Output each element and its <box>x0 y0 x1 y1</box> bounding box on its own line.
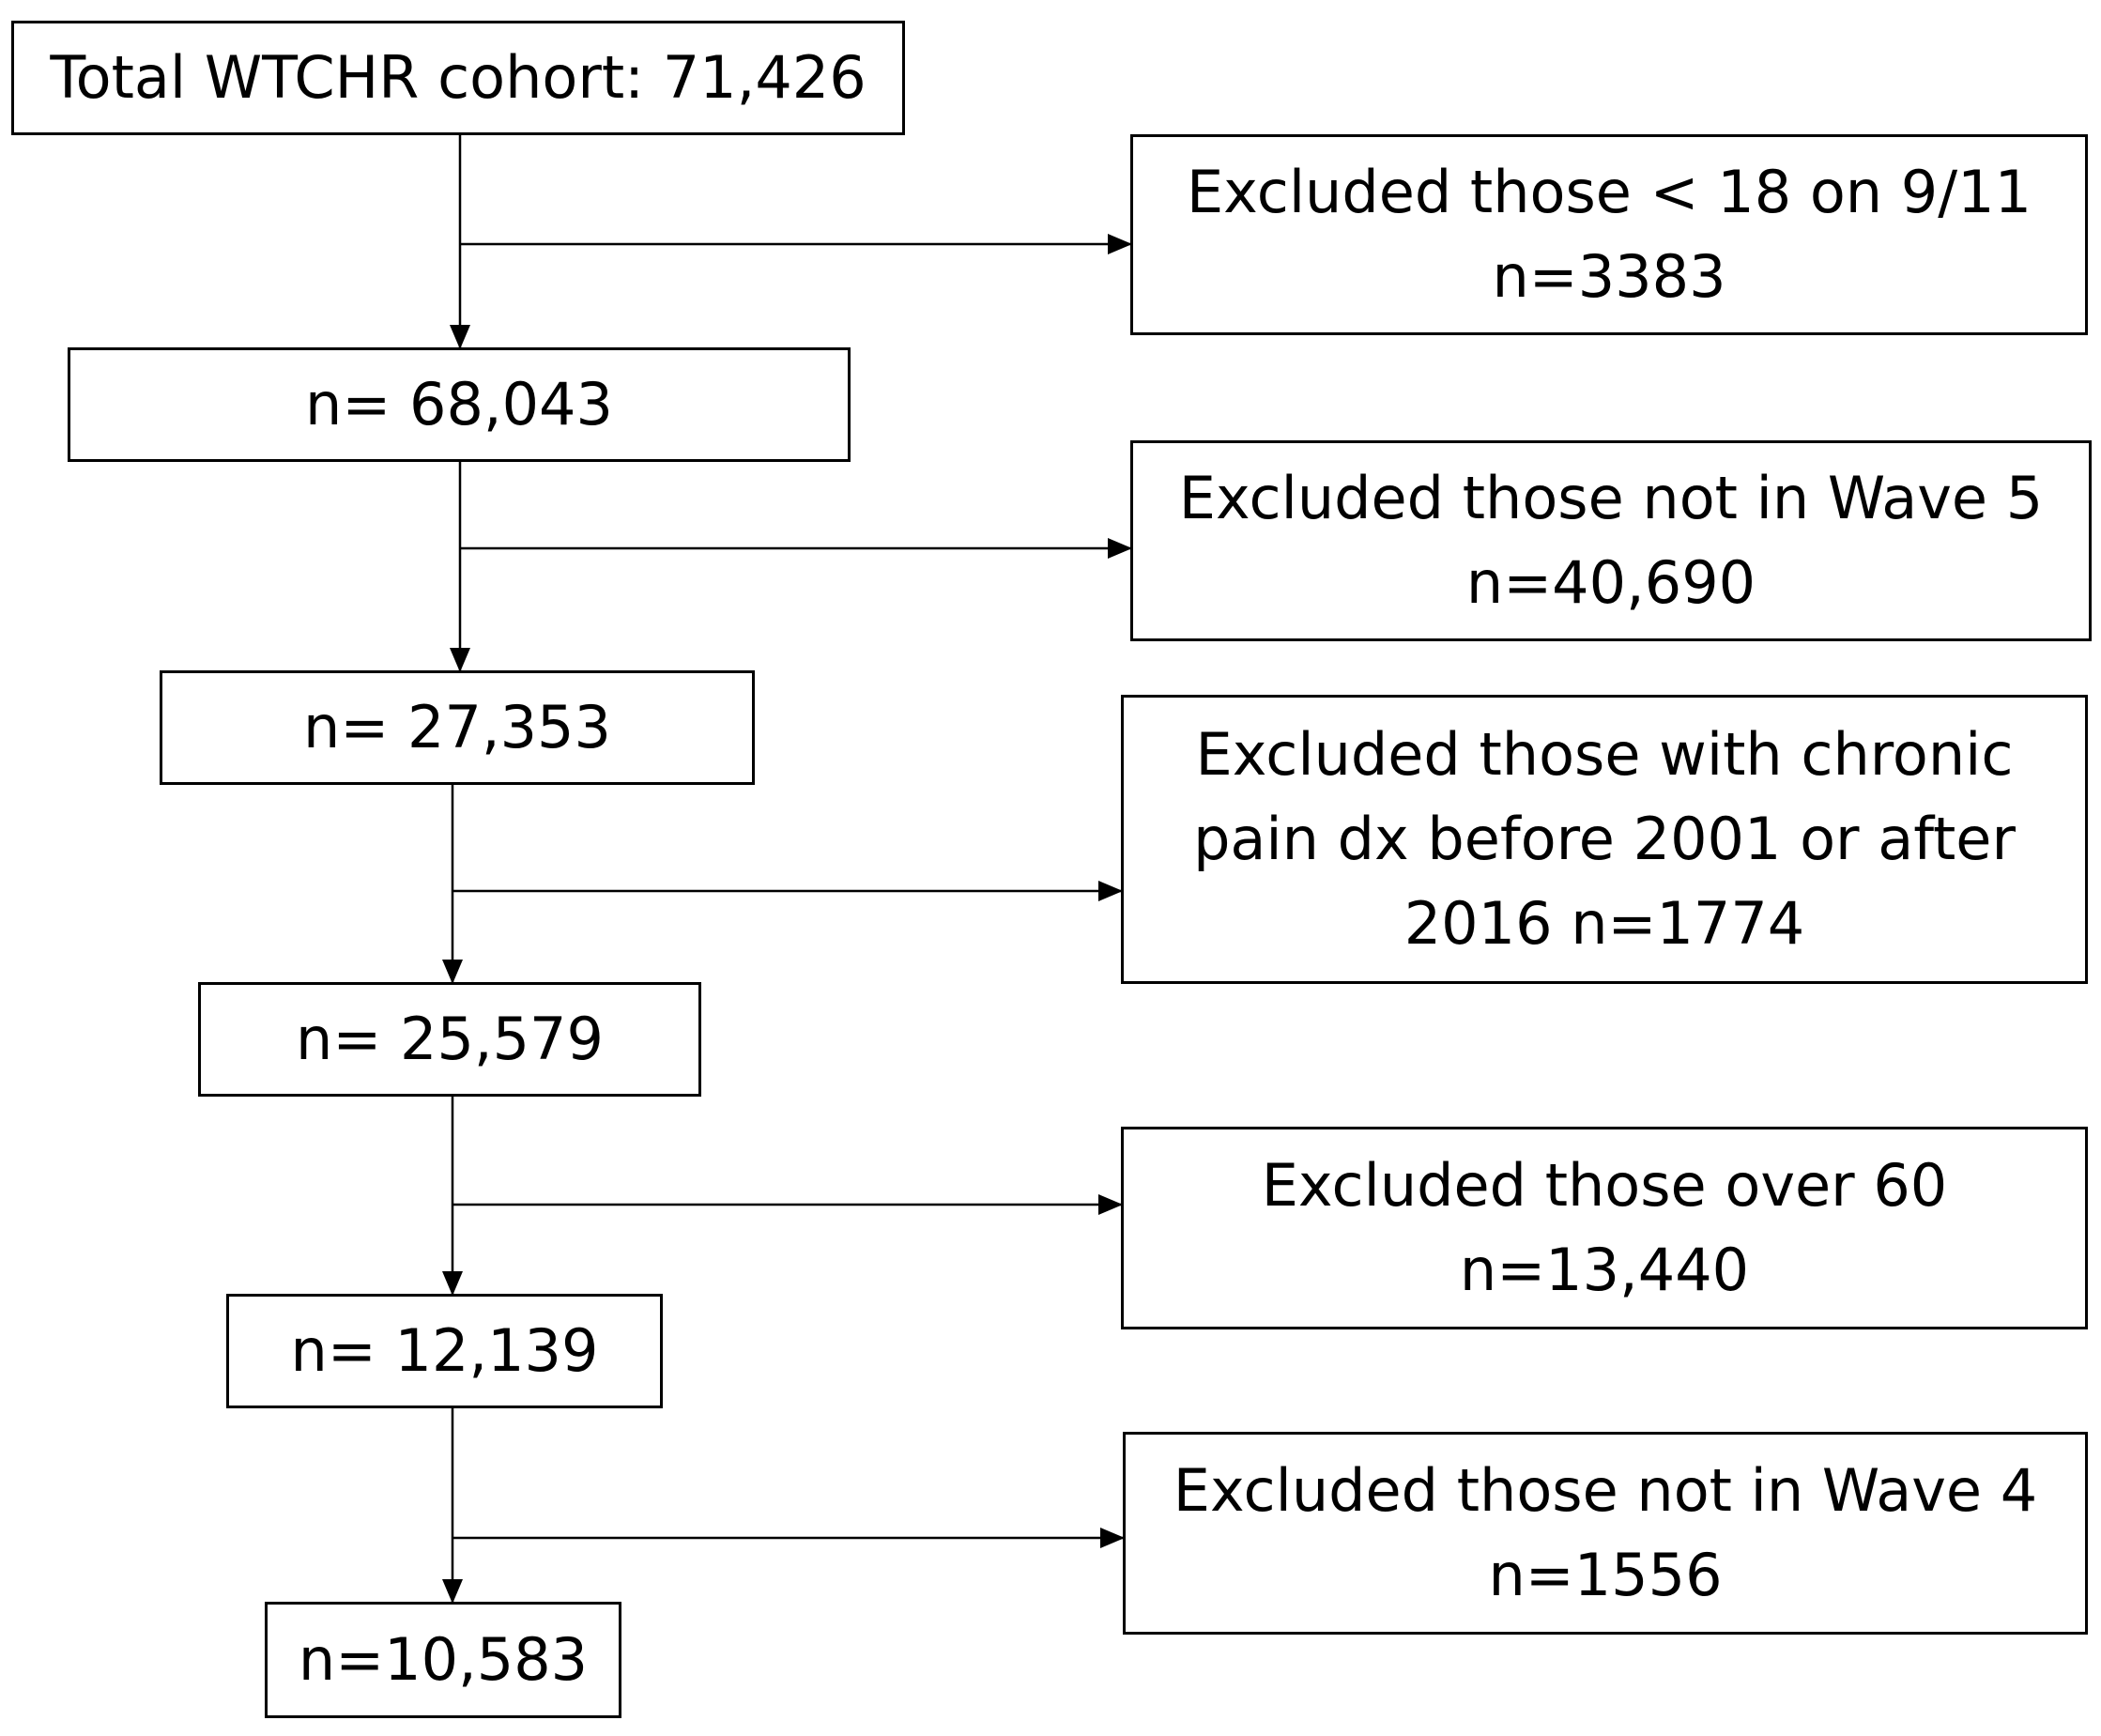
exclusion-box-chronic-pain: Excluded those with chronic pain dx befo… <box>1121 695 2088 984</box>
cohort-box-step-1: n= 68,043 <box>68 347 851 462</box>
exclusion-box-over-60: Excluded those over 60 n=13,440 <box>1121 1127 2088 1329</box>
cohort-box-step-1-label: n= 68,043 <box>305 370 613 439</box>
cohort-box-final-label: n=10,583 <box>298 1625 589 1695</box>
cohort-box-total-label: Total WTCHR cohort: 71,426 <box>50 43 866 113</box>
exclusion-box-not-wave-5: Excluded those not in Wave 5 n=40,690 <box>1130 440 2092 641</box>
exclusion-box-chronic-pain-label: Excluded those with chronic pain dx befo… <box>1193 720 2016 958</box>
exclusion-box-not-wave-4-label: Excluded those not in Wave 4 n=1556 <box>1173 1456 2038 1609</box>
exclusion-box-not-wave-4: Excluded those not in Wave 4 n=1556 <box>1123 1432 2088 1635</box>
cohort-box-step-2: n= 27,353 <box>160 670 755 785</box>
cohort-box-step-4-label: n= 12,139 <box>290 1316 599 1386</box>
cohort-box-total: Total WTCHR cohort: 71,426 <box>11 21 905 135</box>
cohort-box-final: n=10,583 <box>265 1602 621 1718</box>
cohort-box-step-4: n= 12,139 <box>226 1294 663 1408</box>
exclusion-box-under-18: Excluded those < 18 on 9/11 n=3383 <box>1130 134 2088 335</box>
cohort-box-step-3-label: n= 25,579 <box>296 1005 604 1074</box>
exclusion-box-not-wave-5-label: Excluded those not in Wave 5 n=40,690 <box>1178 464 2044 617</box>
cohort-box-step-2-label: n= 27,353 <box>303 693 611 762</box>
cohort-box-step-3: n= 25,579 <box>198 982 701 1097</box>
exclusion-box-over-60-label: Excluded those over 60 n=13,440 <box>1261 1151 1948 1304</box>
exclusion-box-under-18-label: Excluded those < 18 on 9/11 n=3383 <box>1186 158 2032 311</box>
